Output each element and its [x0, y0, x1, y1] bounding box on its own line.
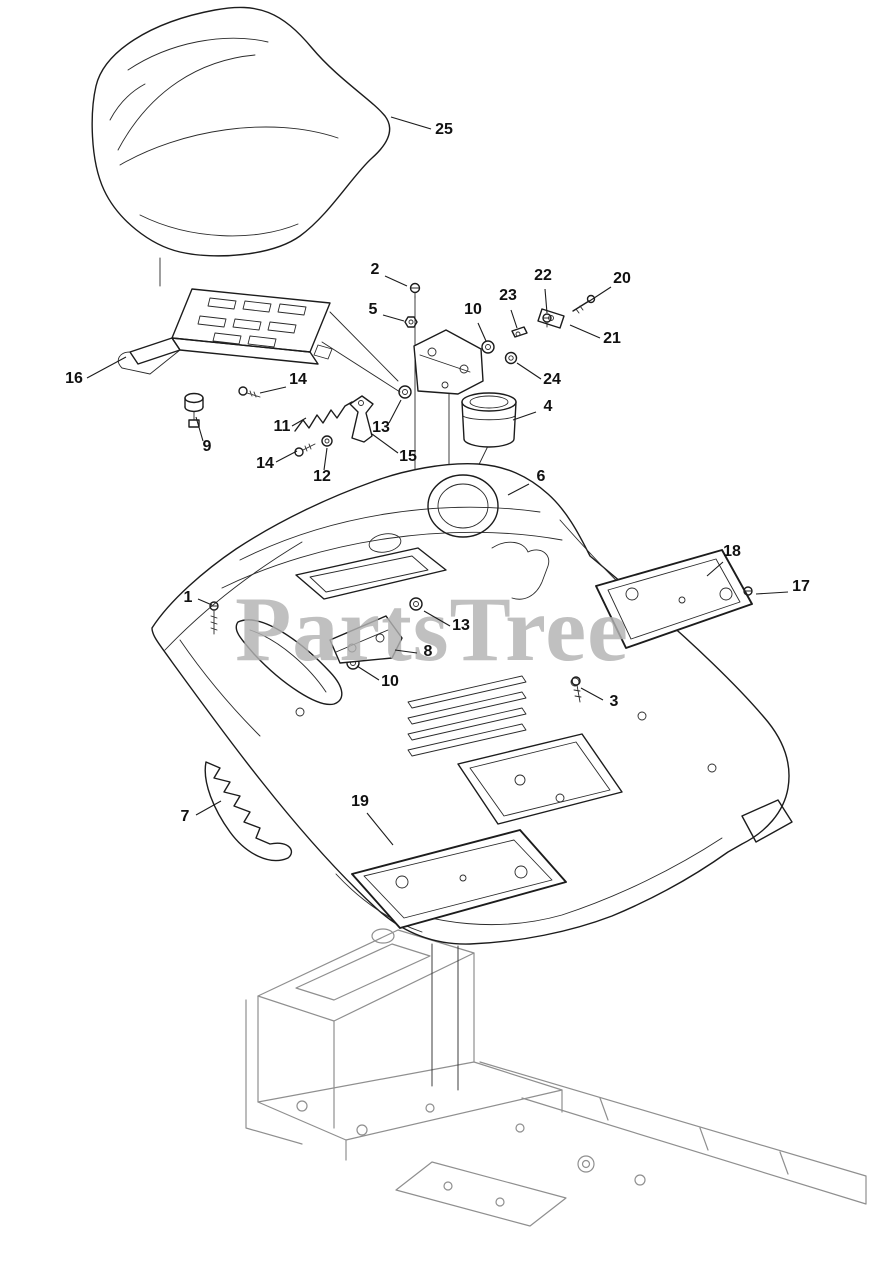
callout-leader-line — [507, 483, 530, 496]
fender-part-6 — [151, 462, 793, 945]
seat-part-25 — [91, 6, 391, 257]
bolt-part-2 — [409, 282, 421, 299]
callout-label-19: 19 — [351, 793, 369, 810]
watermark-text: PartsTree — [235, 578, 629, 680]
screw-part-3 — [571, 676, 582, 703]
seat-bracket-part-16 — [117, 288, 333, 375]
callout-label-22: 22 — [534, 267, 552, 284]
callout-leader-line — [366, 812, 394, 846]
callout-leader-line — [580, 687, 604, 701]
callout-leader-line — [323, 447, 328, 471]
callout-label-14: 14 — [256, 455, 274, 472]
callout-label-17: 17 — [792, 578, 810, 595]
ring-part-12 — [321, 435, 333, 447]
callout-leader-line — [755, 591, 789, 595]
callout-label-21: 21 — [603, 330, 621, 347]
screw-part-17 — [743, 586, 753, 596]
callout-label-12: 12 — [313, 468, 331, 485]
callout-label-9: 9 — [203, 438, 212, 455]
bracket-part-7 — [204, 761, 293, 862]
washer-part-10-upper — [481, 340, 495, 354]
callout-leader-line — [477, 322, 487, 342]
callout-label-8: 8 — [424, 643, 433, 660]
lever-part-15 — [349, 395, 374, 443]
callout-leader-line — [291, 417, 307, 427]
callout-leader-line — [423, 610, 451, 627]
callout-leader-line — [384, 275, 408, 287]
callout-label-2: 2 — [371, 261, 380, 278]
callout-label-25: 25 — [435, 121, 453, 138]
washer-part-13-lower — [409, 597, 423, 611]
callout-leader-line — [512, 411, 537, 421]
callout-label-14: 14 — [289, 371, 307, 388]
callout-label-4: 4 — [544, 398, 553, 415]
callout-label-10: 10 — [381, 673, 399, 690]
callout-leader-line — [371, 433, 399, 454]
bolt-part-14-lower — [294, 443, 316, 457]
chassis-frame-drawing — [245, 928, 867, 1227]
callout-leader-line — [394, 649, 418, 654]
callout-label-5: 5 — [369, 301, 378, 318]
bolt-part-14-upper — [238, 386, 261, 398]
callout-leader-line — [259, 386, 287, 394]
callout-leader-line — [510, 309, 518, 329]
callout-leader-line — [195, 800, 222, 816]
fender-latch-detail — [491, 541, 550, 600]
spring-part-11 — [294, 401, 353, 432]
cup-part-4 — [461, 392, 517, 448]
washer-part-13-upper — [398, 385, 412, 399]
screw-part-20 — [572, 294, 596, 314]
callout-leader-line — [275, 450, 298, 463]
callout-leader-line — [195, 416, 204, 442]
callout-label-23: 23 — [499, 287, 517, 304]
callout-label-20: 20 — [613, 270, 631, 287]
callout-leader-line — [356, 665, 380, 681]
callout-label-3: 3 — [610, 693, 619, 710]
bracket-part-21 — [537, 308, 565, 329]
callout-leader-line — [569, 324, 601, 339]
callout-label-11: 11 — [274, 418, 291, 435]
footrest-pad-19 — [351, 829, 567, 929]
fuel-filler-opening — [427, 474, 499, 538]
hardware-parts — [184, 282, 596, 703]
callout-label-7: 7 — [181, 808, 190, 825]
callout-leader-line — [197, 598, 213, 606]
callout-label-15: 15 — [399, 448, 417, 465]
callout-leader-line — [86, 356, 127, 379]
callout-leader-line — [587, 286, 612, 303]
callout-label-24: 24 — [543, 371, 561, 388]
callout-label-6: 6 — [537, 468, 546, 485]
callout-leader-line — [706, 561, 724, 577]
callout-label-13: 13 — [452, 617, 470, 634]
callout-label-16: 16 — [65, 370, 83, 387]
seat-pivot-bracket — [413, 329, 484, 395]
callout-label-1: 1 — [184, 589, 193, 606]
footrest-pad-18 — [595, 549, 753, 649]
callout-leader-line — [544, 288, 548, 314]
bolt-part-22 — [542, 313, 552, 328]
callout-label-18: 18 — [723, 543, 741, 560]
screw-part-1 — [209, 601, 219, 635]
callout-leader-line — [516, 362, 542, 380]
pin-part-23 — [511, 326, 528, 338]
callout-leader-line — [382, 314, 405, 322]
bracket-part-8 — [329, 615, 403, 664]
nut-part-5 — [404, 316, 418, 328]
washer-part-24 — [504, 351, 518, 365]
callout-leader-line — [390, 116, 432, 130]
knob-part-9 — [184, 392, 204, 428]
callout-label-13: 13 — [372, 419, 390, 436]
callout-leader-line — [388, 399, 402, 424]
left-step-recess — [235, 619, 343, 706]
callout-label-10: 10 — [464, 301, 482, 318]
